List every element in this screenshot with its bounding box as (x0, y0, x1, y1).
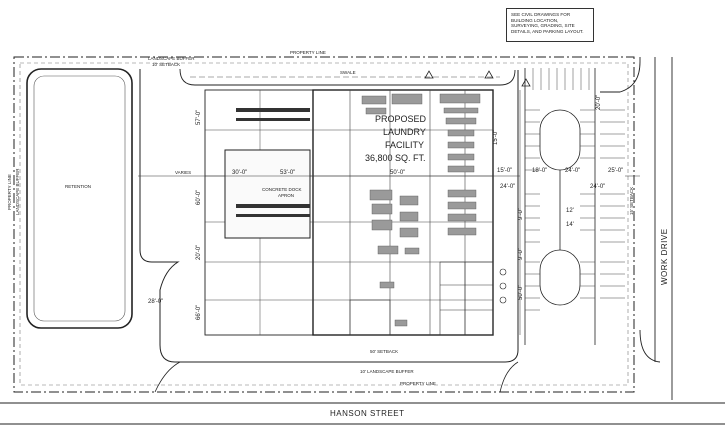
note-line-1: SEE CIVIL DRAWINGS FOR (511, 12, 571, 17)
truck-shapes (236, 108, 310, 217)
dimension-lines (138, 90, 640, 335)
hanson-street-label: HANSON STREET (330, 409, 405, 418)
landscape-buffer-bottom-label: 10' LANDSCAPE BUFFER (360, 369, 414, 374)
landscape-buffer-left-label: LANDSCAPE BUFFER (15, 168, 20, 215)
dim-57: 57'-0" (196, 110, 202, 125)
drive-curve-top (179, 68, 516, 86)
dim-18: 18'-0" (532, 168, 547, 174)
dim-20r: 20'-0" (596, 95, 602, 110)
accessible-parking-icons (499, 268, 507, 304)
dim-60: 60'-0" (196, 190, 202, 205)
setback-right-label: 15' SETBACK (629, 187, 634, 215)
varies-label: VARIES (175, 170, 191, 175)
landscape-buffer-top-label-2: 10' SETBACK (152, 62, 180, 67)
office-rooms (349, 261, 494, 336)
landscape-buffer-top-label-1: LANDSCAPE BUFFER (148, 56, 195, 61)
dim-30: 30'-0" (232, 170, 247, 176)
note-line-4: DETAILS, AND PARKING LAYOUT. (511, 28, 584, 34)
dim-14: 14' (566, 222, 574, 228)
dim-20: 20'-0" (196, 245, 202, 260)
concrete-dock-label-1: CONCRETE DOCK (262, 187, 302, 192)
interior-equipment (361, 93, 481, 327)
retention-pond-inner (33, 75, 126, 322)
retention-pond (26, 68, 133, 329)
landscape-buffer-line (19, 62, 629, 386)
pavement-outline (139, 69, 519, 363)
civil-drawings-note: SEE CIVIL DRAWINGS FOR BUILDING LOCATION… (506, 8, 594, 42)
concrete-dock-label-2: APRON (278, 193, 294, 198)
dim-9b: 9'-0" (518, 248, 524, 260)
concrete-dock-apron (224, 149, 311, 239)
dim-9a: 9'-0" (518, 208, 524, 220)
dim-24a: 24'-0" (500, 184, 515, 190)
dim-50r: 50'-0" (518, 285, 524, 300)
dim-24b: 24'-0" (565, 168, 580, 174)
dim-66: 66'-0" (196, 305, 202, 320)
retention-label: RETENTION (65, 184, 91, 189)
dim-53: 53'-0" (280, 170, 295, 176)
note-line-2: BUILDING LOCATION, (511, 17, 559, 23)
dim-25: 25'-0" (608, 168, 623, 174)
warning-triangles (424, 70, 531, 87)
driveway-curves (154, 361, 519, 393)
dim-50: 50'-0" (390, 170, 405, 176)
property-line-bottom-label: PROPERTY LINE (400, 381, 436, 386)
dim-28: 28'-0" (148, 299, 163, 305)
property-line-left-label: PROPERTY LINE (7, 174, 12, 210)
building-title-1: PROPOSED (375, 114, 427, 124)
dim-15b: 15'-0" (493, 130, 499, 145)
property-boundary (13, 56, 635, 393)
setback-bottom-label: 50' SETBACK (370, 349, 398, 354)
property-line-top-label: PROPERTY LINE (290, 50, 326, 55)
work-drive-road (600, 57, 673, 400)
swale-label: SWALE (340, 70, 356, 75)
dim-12: 12' (566, 208, 574, 214)
building-area: 36,800 SQ. FT. (365, 153, 426, 163)
building-title-2: LAUNDRY (383, 127, 426, 137)
dim-15a: 15'-0" (497, 168, 512, 174)
dim-24c: 24'-0" (590, 184, 605, 190)
note-line-3: SURVEYING, GRADING, SITE (511, 23, 575, 29)
work-drive-label: WORK DRIVE (660, 228, 669, 285)
parking-lot (524, 68, 596, 345)
building-title-3: FACILITY (385, 140, 424, 150)
